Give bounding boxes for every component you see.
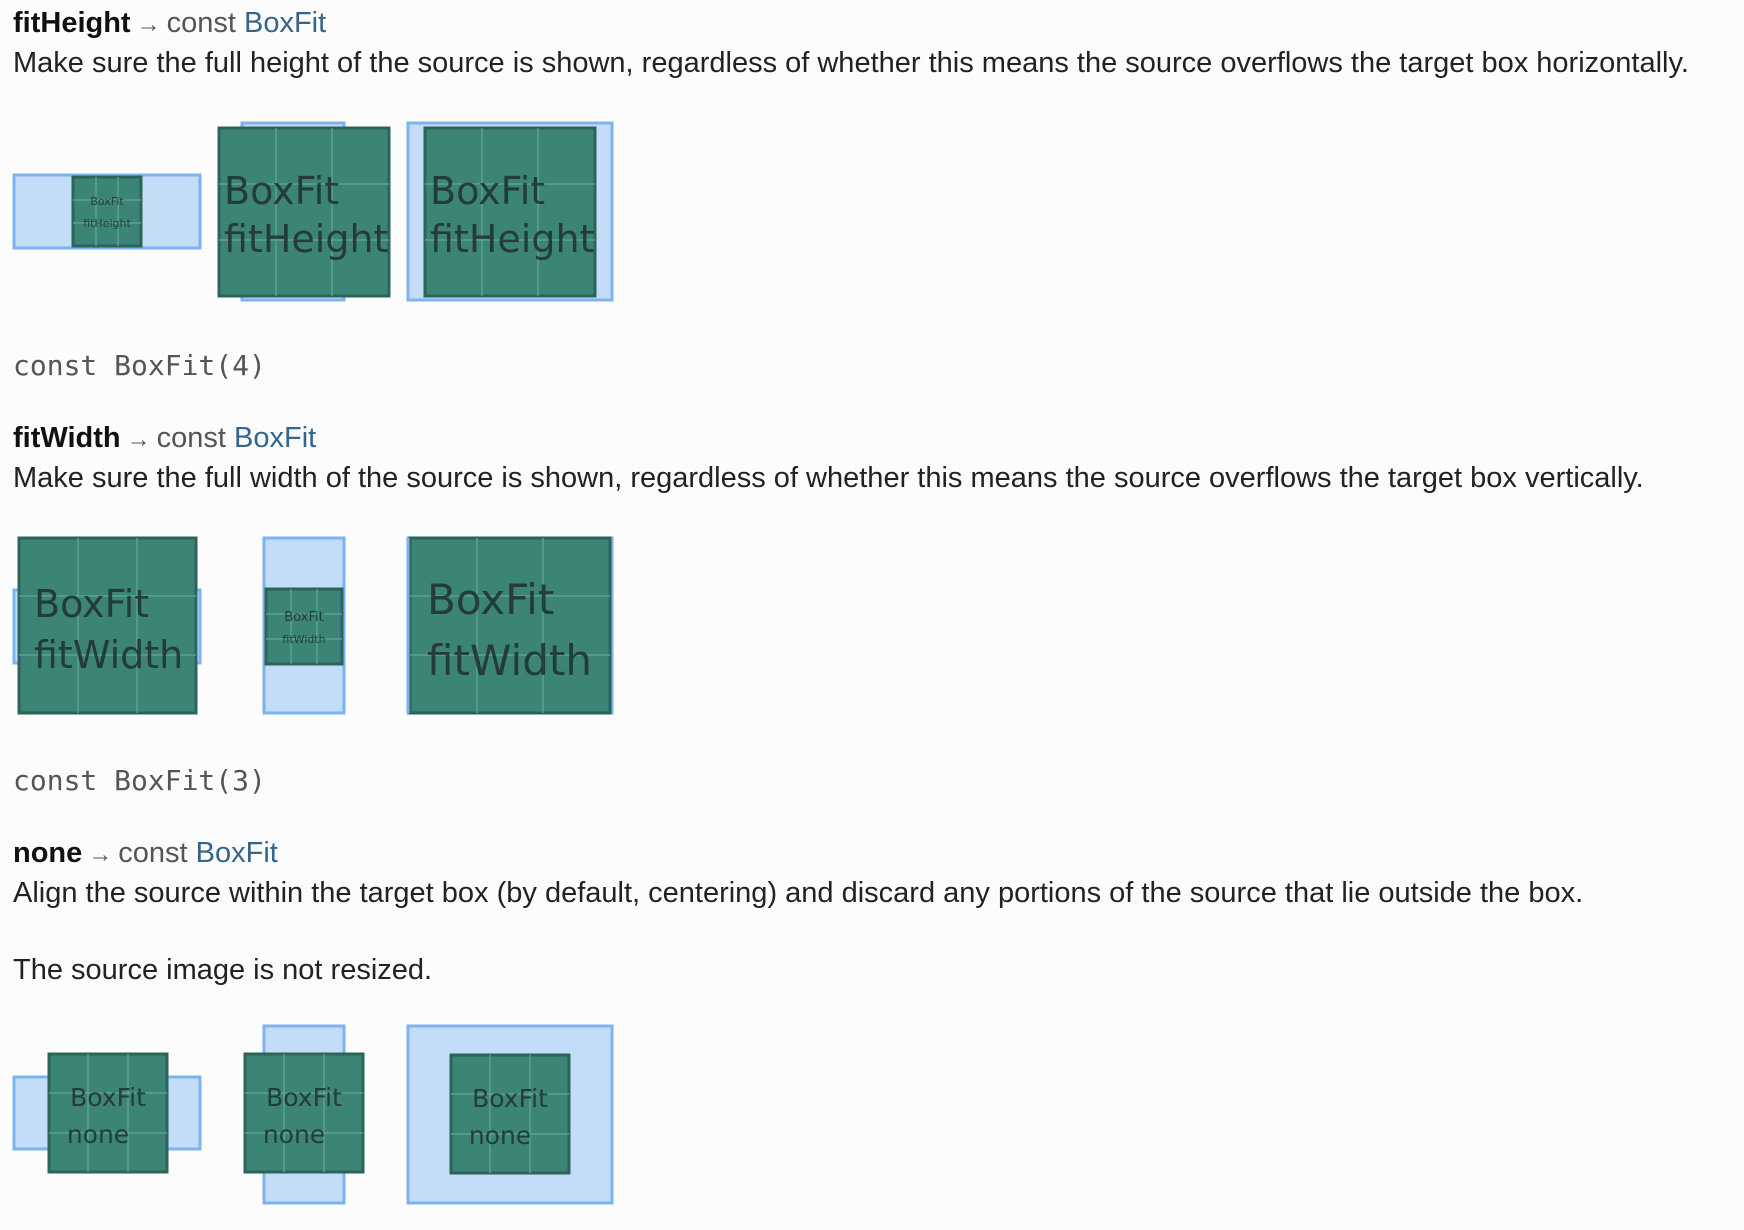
source-label-line1: BoxFit [70, 1083, 146, 1112]
none-illustration: BoxFit none BoxFit none BoxFit none [12, 1024, 614, 1205]
constant-name: fitHeight [13, 7, 131, 39]
source-label-line2: none [469, 1121, 531, 1150]
source-label-line2: fitHeight [224, 217, 388, 261]
source-label-line1: BoxFit [427, 575, 554, 624]
arrow-icon: → [88, 841, 113, 868]
fitwidth-illustration: BoxFit fitWidth BoxFit fitWidth BoxFit f… [12, 536, 614, 715]
boxfit-type-link[interactable]: BoxFit [243, 7, 327, 39]
boxfit-type-link[interactable]: BoxFit [195, 837, 278, 869]
fitwidth-square-target: BoxFit fitWidth [406, 536, 614, 715]
source-label-line1: BoxFit [34, 582, 149, 626]
source-label-line1: BoxFit [90, 195, 124, 208]
const-keyword: const [166, 7, 236, 39]
source-label-line2: fitHeight [83, 217, 131, 230]
fitwidth-const-value: const BoxFit(3) [13, 764, 266, 797]
none-square-target: BoxFit none [406, 1024, 614, 1205]
boxfit-type-link[interactable]: BoxFit [234, 422, 317, 454]
none-description-2: The source image is not resized. [13, 954, 433, 986]
none-tall-target: BoxFit none [243, 1024, 365, 1205]
fitwidth-tall-target: BoxFit fitWidth [262, 536, 346, 715]
fitheight-description: Make sure the full height of the source … [13, 47, 1689, 79]
const-keyword: const [156, 422, 226, 454]
none-heading: none→const BoxFit [13, 835, 278, 873]
source-label-line2: fitHeight [430, 217, 594, 261]
arrow-icon: → [136, 11, 161, 38]
fitwidth-heading: fitWidth→const BoxFit [13, 420, 316, 458]
source-label-line1: BoxFit [224, 169, 339, 213]
source-label-line2: fitWidth [427, 636, 592, 685]
fitheight-const-value: const BoxFit(4) [13, 349, 266, 382]
source-label-line2: none [263, 1120, 325, 1149]
none-description: Align the source within the target box (… [13, 877, 1584, 909]
constant-name: none [13, 837, 83, 869]
fitheight-tall-target: BoxFit fitHeight [217, 121, 391, 302]
fitheight-heading: fitHeight→const BoxFit [13, 5, 326, 43]
source-label-line2: fitWidth [282, 633, 325, 646]
fitheight-square-target: BoxFit fitHeight [406, 121, 614, 302]
source-label-line1: BoxFit [472, 1084, 548, 1113]
arrow-icon: → [126, 426, 151, 453]
fitwidth-wide-target: BoxFit fitWidth [12, 536, 202, 715]
source-label-line1: BoxFit [284, 610, 323, 625]
constant-name: fitWidth [13, 422, 121, 454]
source-label-line1: BoxFit [266, 1083, 342, 1112]
const-keyword: const [118, 837, 188, 869]
fitwidth-description: Make sure the full width of the source i… [13, 462, 1644, 494]
fitheight-wide-target: BoxFit fitHeight [12, 173, 202, 250]
none-wide-target: BoxFit none [12, 1052, 202, 1174]
fitheight-illustration: BoxFit fitHeight BoxFit fitHeight BoxFit… [12, 121, 614, 302]
source-label-line1: BoxFit [430, 169, 545, 213]
source-label-line2: none [67, 1120, 129, 1149]
source-label-line2: fitWidth [34, 633, 183, 677]
